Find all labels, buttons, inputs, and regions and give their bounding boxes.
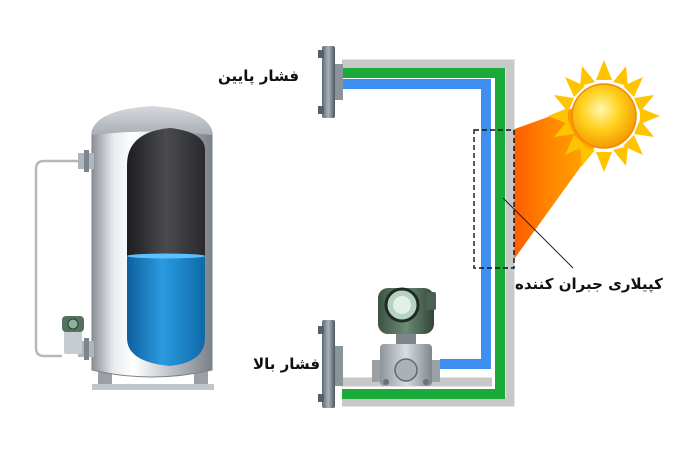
capillary-blue-line: [342, 79, 491, 369]
tank-vapor-space: [127, 128, 205, 256]
capillary-gray-line: [342, 59, 515, 407]
pressure-transmitter-icon: [372, 287, 440, 386]
compensating-capillary-label: کپیلاری جبران کننده: [515, 275, 663, 293]
flange-icon: [318, 46, 343, 118]
tank-liquid: [127, 256, 205, 366]
low-pressure-label: فشار پایین: [218, 67, 300, 85]
small-transmitter-icon: [62, 316, 84, 354]
tank-side-tubing: [34, 159, 78, 358]
compensating-capillary-zone: [473, 129, 515, 269]
capillary-green-line: [342, 68, 505, 399]
capillary-leader-line: [502, 197, 574, 269]
sun-icon: [548, 60, 660, 172]
vessel-icon: [91, 106, 214, 390]
high-pressure-label: فشار بالا: [253, 355, 321, 373]
flange-icon: [318, 320, 343, 408]
tank-upper-nozzle: [78, 150, 94, 172]
